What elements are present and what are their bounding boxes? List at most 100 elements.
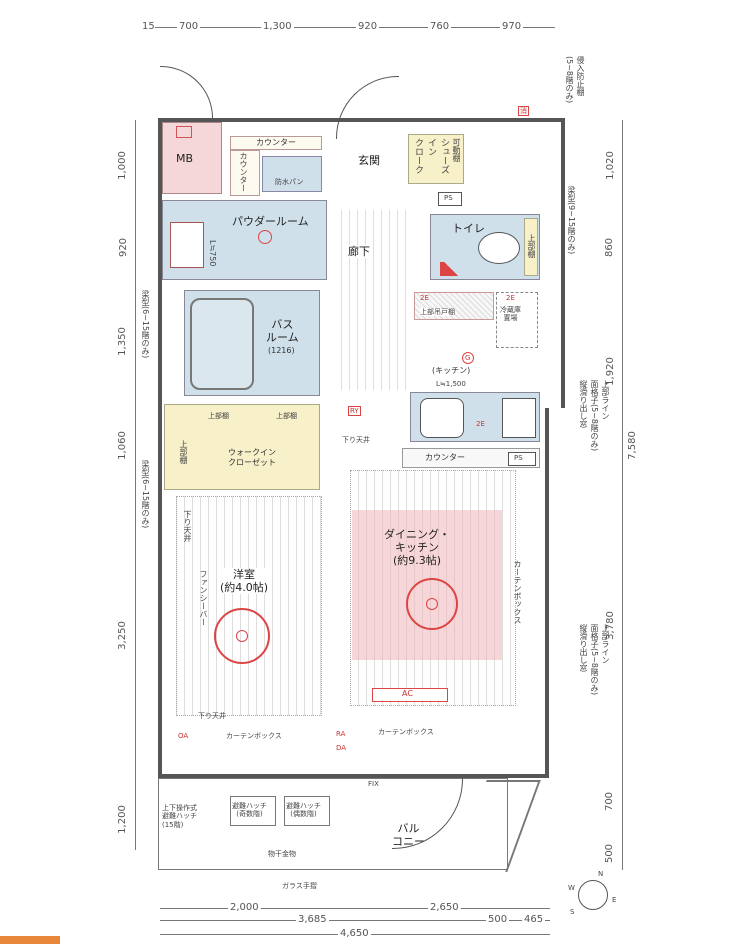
- powder-light: [258, 230, 272, 244]
- counter-kitchen-label: カウンター: [425, 453, 465, 462]
- code-ra: RA: [336, 730, 346, 738]
- glass-rail-label: ガラス手摺: [282, 882, 317, 890]
- dim-bottom2-0: 3,685: [296, 914, 329, 925]
- dim-left-0: 1,000: [116, 151, 128, 180]
- waterproof-pan-label: 防水パン: [275, 178, 304, 186]
- shoes-closet: [408, 134, 464, 184]
- corridor-label: 廊下: [346, 245, 372, 259]
- compass-e: E: [612, 896, 617, 904]
- western-room-label: 洋室 (約4.0帖): [218, 568, 271, 595]
- code-2e-2: 2E: [506, 294, 515, 302]
- dim-right-0: 1,020: [604, 151, 616, 180]
- dim-left-2: 1,350: [116, 327, 128, 356]
- dim-left-1: 920: [118, 237, 130, 258]
- curtain-box-label-3: カーテンボックス: [513, 560, 522, 624]
- corner-accent: [0, 936, 60, 944]
- bottom-dim-line-2: [160, 920, 550, 921]
- powder-room-label: パウダールーム: [232, 215, 309, 228]
- dim-left-4: 3,250: [116, 621, 128, 650]
- hatch-3-label: 避難ハッチ (偶数階): [286, 802, 321, 819]
- walk-in-closet-label: ウォークイン クローゼット: [228, 448, 276, 467]
- bathtub: [190, 298, 254, 390]
- western-room-light: [214, 608, 270, 664]
- compass-n: N: [598, 870, 604, 878]
- ceiling-drop-label-2: 下り天井: [183, 510, 192, 542]
- note-right-low: 上部ライン 面格子(5~8階のみ) 縦滑り出し窓: [579, 624, 610, 696]
- outer-wall-right: [561, 118, 565, 408]
- ceiling-drop-label-1: 下り天井: [342, 436, 370, 444]
- kitchen-sink: [420, 398, 464, 438]
- corridor: [334, 210, 406, 390]
- compass: [578, 880, 608, 910]
- hatch-2-label: 避難ハッチ (奇数階): [232, 802, 267, 819]
- dim-top-4: 760: [428, 21, 452, 32]
- note-right-mid: 上部ライン 面格子(5~8階のみ) 縦滑り出し窓: [579, 380, 610, 452]
- top-dimension-line: [155, 27, 555, 28]
- outer-wall-left: [158, 118, 162, 778]
- toilet-shelf: [524, 218, 538, 276]
- upper-shelf-label-1: 上部棚: [208, 412, 229, 420]
- ceiling-drop-label-3: 下り天井: [198, 712, 226, 720]
- note-right-top: 侵入防止棚 (5~8階のみ): [565, 56, 585, 104]
- mb-room: [162, 122, 222, 194]
- dim-top-0: 15: [142, 21, 155, 32]
- fix-label: FIX: [368, 780, 379, 788]
- fridge-space: [496, 292, 538, 348]
- western-room-light-inner: [236, 630, 248, 642]
- bottom-dim-line-1: [160, 908, 550, 909]
- ps-top-label: PS: [444, 194, 453, 202]
- kitchen-l-label: L≒1,500: [436, 380, 466, 388]
- hatch-3-box: [284, 796, 330, 826]
- mb-cross: [176, 126, 192, 138]
- upper-shelf-label-3: 上部棚: [179, 440, 188, 464]
- ps-kitchen-box: [508, 452, 536, 466]
- shoes-closet-label: シューズ イン クローク: [413, 138, 449, 174]
- code-2e-1: 2E: [420, 294, 429, 302]
- dim-right-5: 700: [604, 791, 616, 812]
- upper-cupboard-label: 上部吊戸棚: [420, 308, 455, 317]
- walk-in-closet: [164, 404, 320, 490]
- dim-bottom1-0: 2,000: [228, 902, 261, 913]
- curtain-box-label-2: カーテンボックス: [378, 728, 434, 736]
- dim-right-6: 500: [604, 843, 616, 864]
- ps-kitchen-label: PS: [514, 454, 523, 462]
- dining-light-inner: [426, 598, 438, 610]
- compass-w: W: [568, 884, 575, 892]
- entrance-door-arc: [336, 76, 399, 139]
- code-g: G: [465, 354, 471, 362]
- compass-s: S: [570, 908, 575, 916]
- hatch-2-box: [230, 796, 276, 826]
- fan-sieve-label: ファンシーバー: [199, 570, 208, 626]
- note-beam-left-2: 梁型(6~15階のみ): [141, 460, 150, 529]
- curtain-box-label-1: カーテンボックス: [226, 732, 282, 740]
- note-beam-right: 梁型(9~15階のみ): [567, 186, 576, 255]
- code-oa: OA: [178, 732, 189, 740]
- dim-right-4: 7,580: [626, 431, 638, 460]
- hardware-label: 物干金物: [268, 850, 296, 858]
- dim-bottom2-2: 465: [522, 914, 546, 925]
- bathroom-label: バス ルーム: [266, 318, 299, 345]
- outer-wall-right-lower: [545, 408, 549, 778]
- counter-strip-side: [230, 150, 260, 196]
- toilet-bowl: [478, 232, 520, 264]
- dim-left-5: 1,200: [116, 805, 128, 834]
- dim-right-1: 860: [604, 237, 616, 258]
- dim-top-2: 1,300: [261, 21, 294, 32]
- counter-top-label: カウンター: [256, 138, 296, 147]
- extinguisher-label: 消: [518, 106, 529, 117]
- right-dimension-line: [622, 120, 623, 870]
- dim-bottom1-1: 2,650: [428, 902, 461, 913]
- mb-label: MB: [176, 152, 194, 165]
- dim-bottom2-1: 500: [486, 914, 510, 925]
- dim-top-3: 920: [356, 21, 380, 32]
- bathroom-size: (1216): [268, 346, 295, 355]
- dim-top-5: 970: [500, 21, 524, 32]
- outer-wall-bottom: [158, 774, 548, 778]
- code-da: DA: [336, 744, 347, 752]
- dim-left-3: 1,060: [116, 431, 128, 460]
- note-beam-left-1: 梁型(6~15階のみ): [141, 290, 150, 359]
- powder-sink: [170, 222, 204, 268]
- mb-door-arc: [160, 66, 213, 119]
- dim-top-1: 700: [177, 21, 201, 32]
- counter-side-label: カウンター: [239, 152, 248, 192]
